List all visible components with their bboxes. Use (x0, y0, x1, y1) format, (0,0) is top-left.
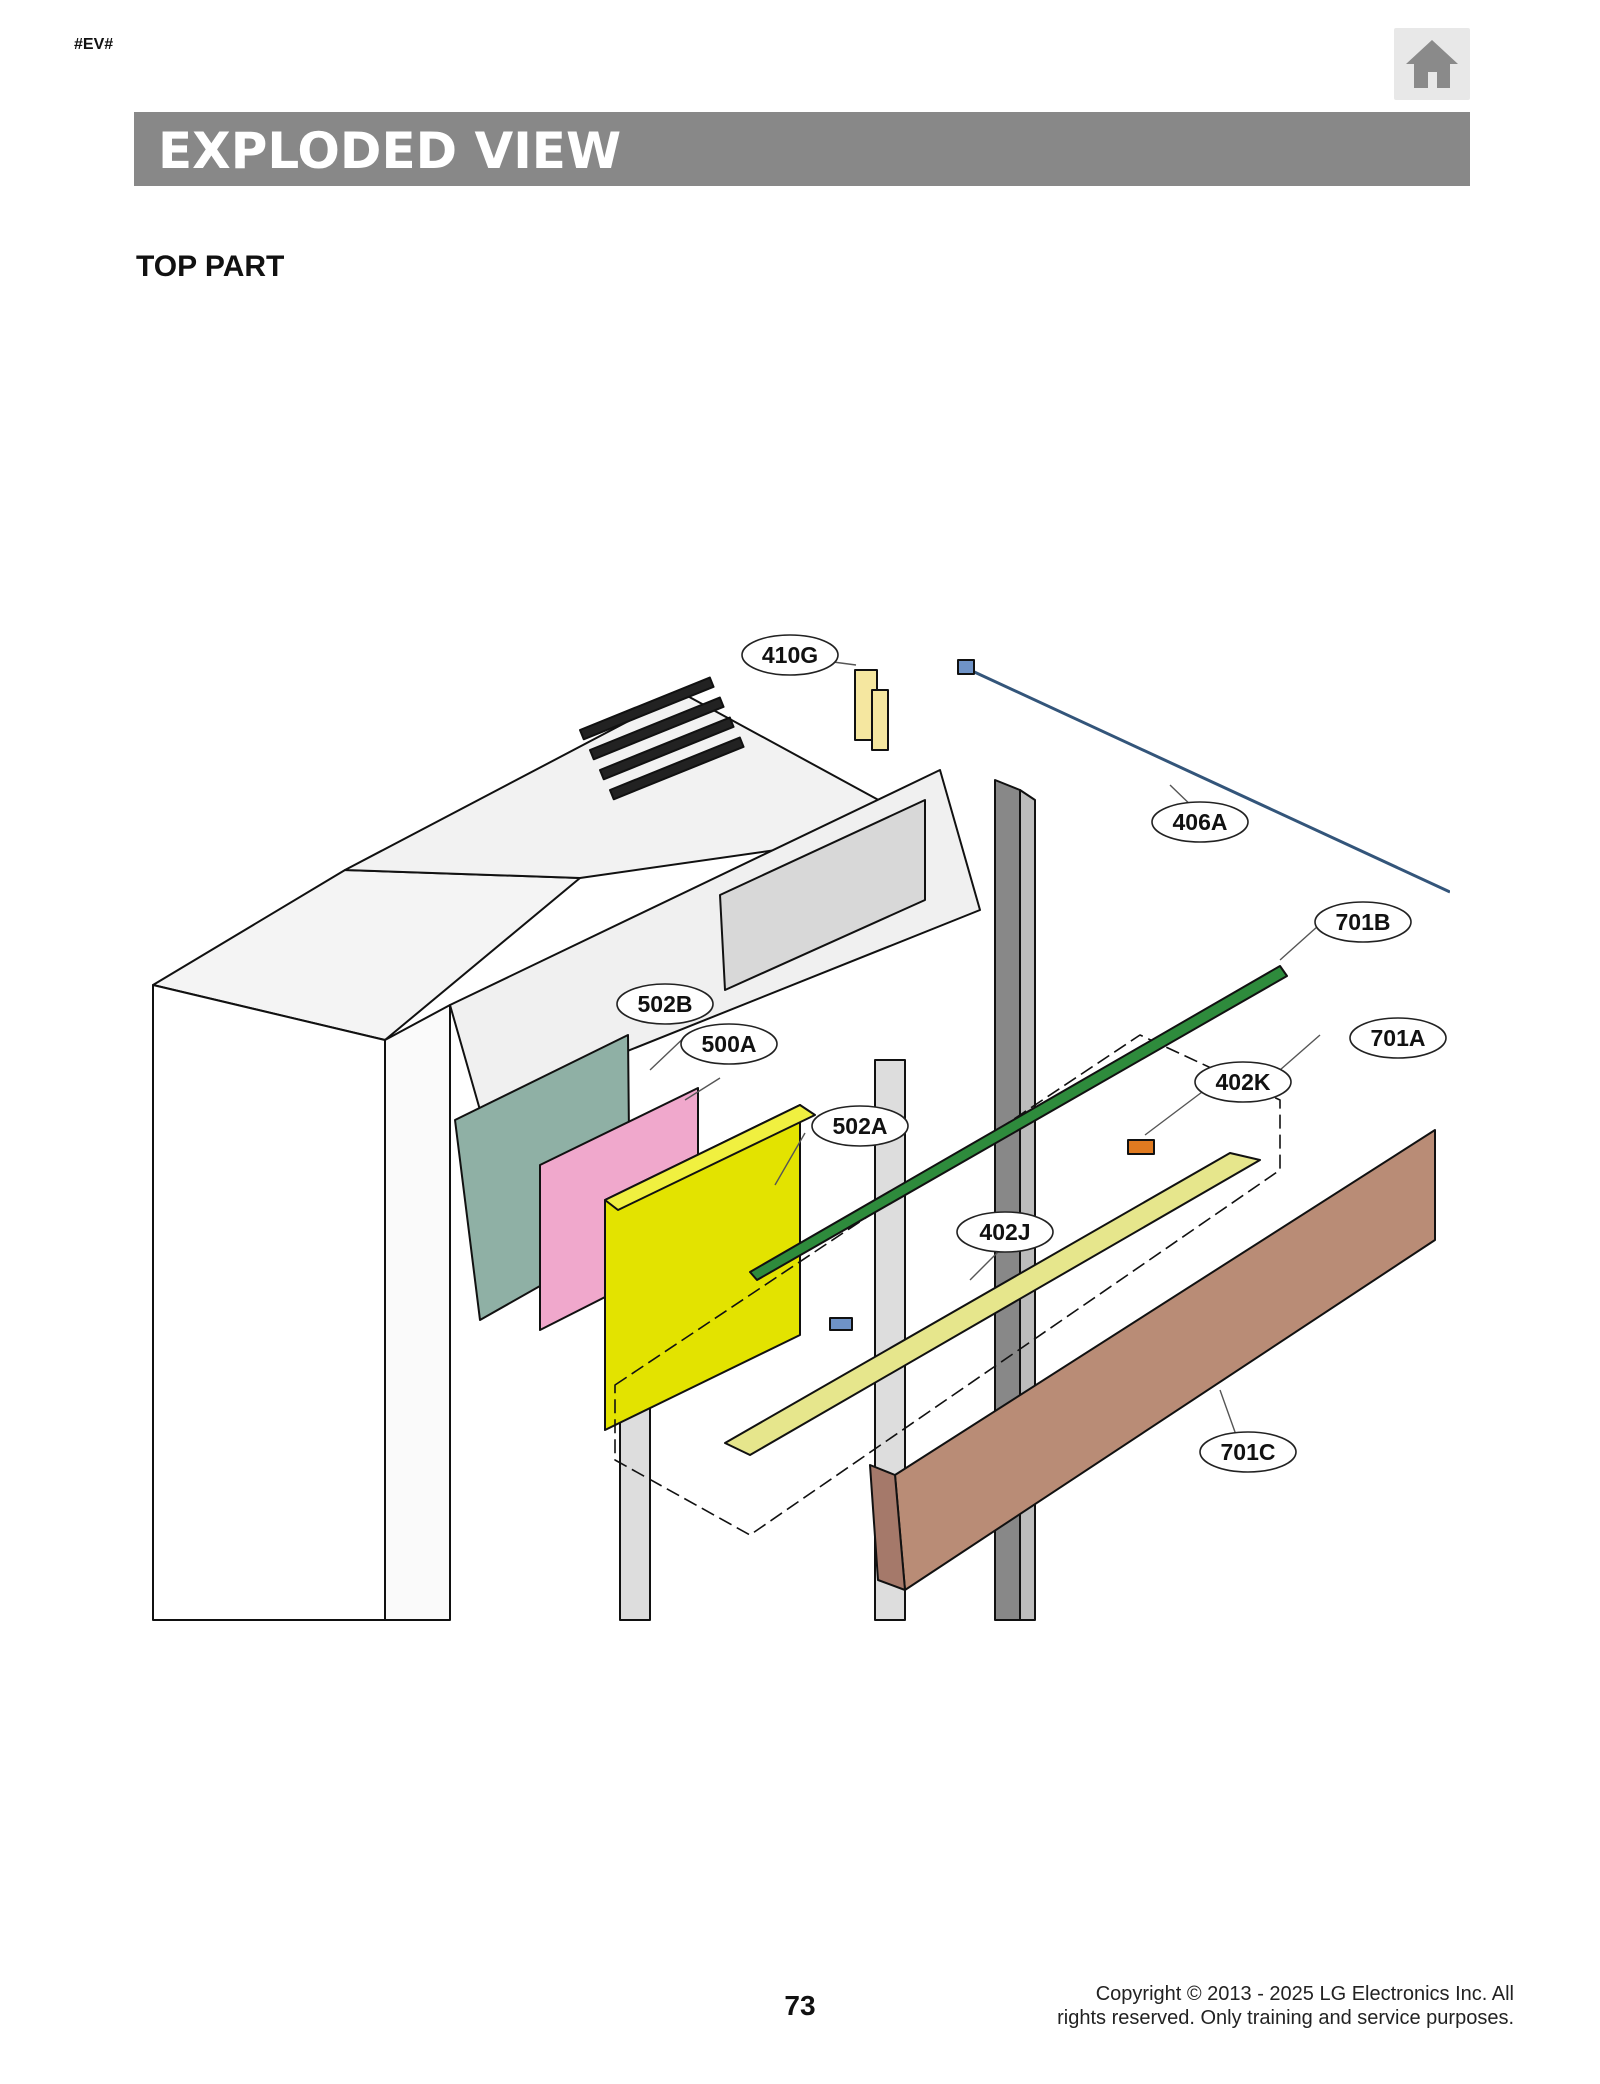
callout-502B: 502B (616, 983, 714, 1025)
svg-text:500A: 500A (702, 1031, 757, 1057)
svg-text:502B: 502B (638, 991, 693, 1017)
callout-410G: 410G (741, 634, 839, 676)
svg-text:701C: 701C (1221, 1439, 1276, 1465)
home-button[interactable] (1394, 28, 1470, 100)
callout-402J: 402J (956, 1211, 1054, 1253)
cabinet-front-frame (384, 1004, 451, 1621)
assembly-region (614, 1034, 1281, 1536)
svg-text:402K: 402K (1216, 1069, 1271, 1095)
svg-text:402J: 402J (979, 1219, 1030, 1245)
banner-title: EXPLODED VIEW (158, 122, 622, 180)
callout-406A: 406A (1151, 801, 1249, 843)
top-vent (578, 676, 745, 801)
part-402K (1127, 1139, 1155, 1155)
part-402J (724, 1152, 1261, 1456)
part-701B (749, 965, 1288, 1281)
copyright-line-1: Copyright © 2013 - 2025 LG Electronics I… (1095, 1983, 1514, 2005)
section-banner: EXPLODED VIEW (134, 112, 1470, 186)
svg-text:701B: 701B (1336, 909, 1391, 935)
copyright-notice: Copyright © 2013 - 2025 LG Electronics I… (954, 1982, 1514, 2030)
side-vent (719, 799, 926, 991)
callout-701A: 701A (1349, 1017, 1447, 1059)
cabinet-left-side (152, 984, 386, 1621)
connector-402J (829, 1317, 853, 1331)
section-title: TOP PART (136, 250, 285, 283)
callout-402K: 402K (1194, 1061, 1292, 1103)
svg-text:410G: 410G (762, 642, 818, 668)
exploded-diagram: 410G 406A 701B 701A 502B 500A 402K 502A … (152, 634, 1450, 1621)
home-icon (1406, 40, 1458, 88)
callout-701C: 701C (1199, 1431, 1297, 1473)
svg-text:502A: 502A (833, 1113, 888, 1139)
callout-500A: 500A (680, 1023, 778, 1065)
svg-text:701A: 701A (1371, 1025, 1426, 1051)
part-406A (969, 668, 1450, 894)
page-number: 73 (784, 1990, 816, 2021)
svg-text:406A: 406A (1173, 809, 1228, 835)
callout-502A: 502A (811, 1105, 909, 1147)
document-tag: #EV# (74, 36, 114, 53)
callout-701B: 701B (1314, 901, 1412, 943)
copyright-line-2: rights reserved. Only training and servi… (1057, 2007, 1514, 2029)
